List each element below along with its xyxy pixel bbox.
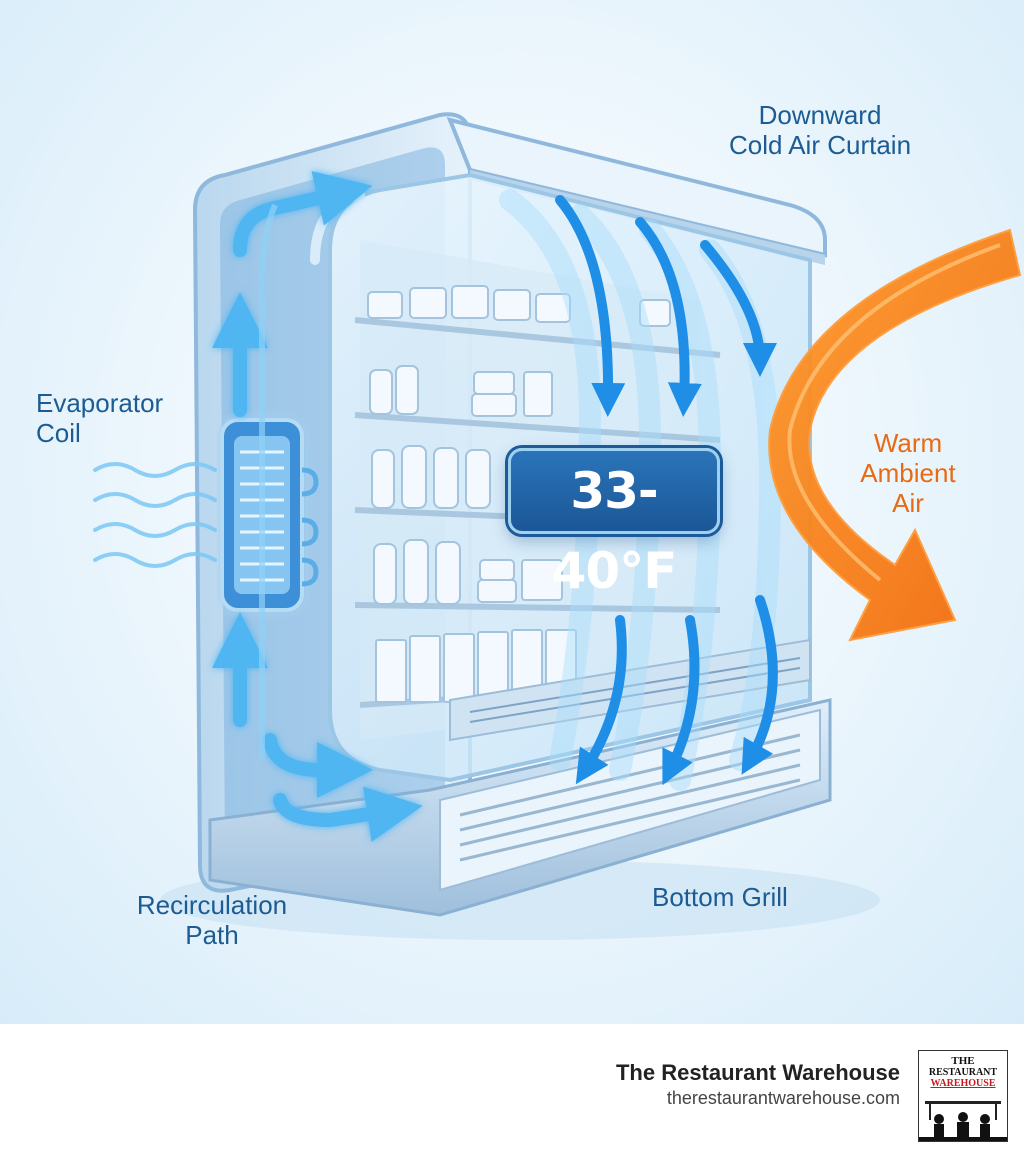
brand-url: therestaurantwarehouse.com	[666, 1088, 900, 1108]
label-bottom-grill: Bottom Grill	[652, 882, 788, 912]
logo-line1: THE	[951, 1055, 975, 1067]
logo-line3: WAREHOUSE	[930, 1078, 996, 1089]
label-downward-line2: Cold Air Curtain	[728, 130, 912, 160]
label-warm-line3: Air	[892, 488, 924, 518]
label-downward-line1: Downward	[758, 100, 882, 130]
label-warm-line2: Ambient	[860, 458, 956, 488]
temperature-badge: 33-40°F	[508, 448, 720, 600]
logo-silhouette-icon	[919, 1101, 1007, 1141]
label-recirculation-path: Recirculation Path	[112, 890, 312, 950]
label-warm-line1: Warm	[873, 428, 943, 458]
label-evaporator-line2: Coil	[36, 418, 81, 448]
brand-name: The Restaurant Warehouse	[615, 1060, 900, 1085]
logo-line2: RESTAURANT	[928, 1067, 998, 1078]
label-downward-cold-air-curtain: Downward Cold Air Curtain	[700, 100, 940, 160]
footer: The Restaurant Warehouse therestaurantwa…	[0, 1024, 1024, 1154]
restaurant-warehouse-logo: THE RESTAURANT WAREHOUSE	[918, 1050, 1008, 1142]
diagram-stage: Evaporator Coil Downward Cold Air Curtai…	[0, 0, 1024, 1024]
display-case-illustration	[93, 112, 1022, 940]
label-evaporator-line1: Evaporator	[36, 388, 164, 418]
label-recirc-line2: Path	[185, 920, 239, 950]
label-warm-ambient-air: Warm Ambient Air	[838, 428, 978, 518]
label-recirc-line1: Recirculation	[136, 890, 288, 920]
label-evaporator-coil: Evaporator Coil	[36, 388, 163, 448]
